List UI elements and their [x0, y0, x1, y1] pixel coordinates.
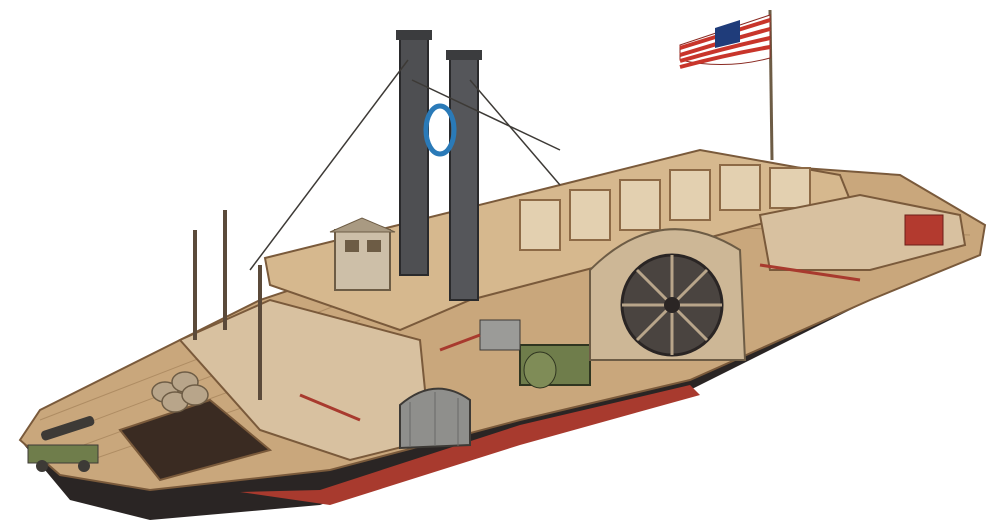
red-railing-accents: [299, 263, 861, 422]
flag-icon: [679, 14, 771, 69]
hull-black-band: [20, 240, 980, 520]
smokestack-icon: [396, 30, 482, 301]
masts: [193, 210, 262, 400]
pilothouse-icon: [329, 217, 396, 291]
engine-machinery: [479, 319, 591, 389]
cabin-partitions: [519, 164, 811, 251]
paddlewheel-icon: [589, 228, 747, 361]
stern-door: [904, 214, 944, 246]
rigging-lines: [249, 59, 561, 271]
cannon-icon: [27, 416, 99, 472]
stern-cabin: [758, 193, 967, 271]
boiler-icon: [399, 387, 471, 450]
barrels-icon: [151, 371, 209, 413]
